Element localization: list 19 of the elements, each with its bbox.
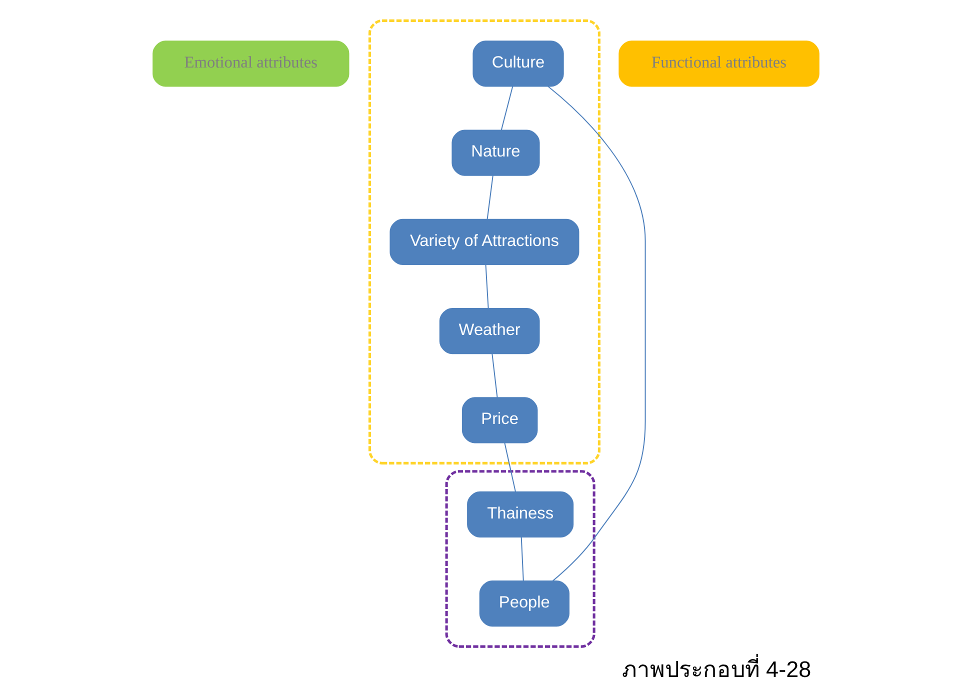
node-box: People [478,580,569,627]
connector [491,354,498,398]
node-box: Price [461,397,538,444]
node-box: Emotional attributes [152,40,349,87]
node-box: Thainess [466,491,574,538]
connector [500,86,513,130]
connector [504,442,516,492]
node-box: Nature [451,130,540,176]
caption: ภาพประกอบที่ 4-28 [621,656,811,682]
connector [486,175,493,220]
node-box: Culture [472,40,564,87]
cluster [444,470,595,648]
node-box: Variety of Attractions [389,218,579,265]
connector [547,86,646,582]
node-box: Functional attributes [618,40,819,87]
node-box: Weather [438,308,540,354]
connector [484,264,488,308]
connector [520,536,524,581]
cluster [368,19,600,464]
